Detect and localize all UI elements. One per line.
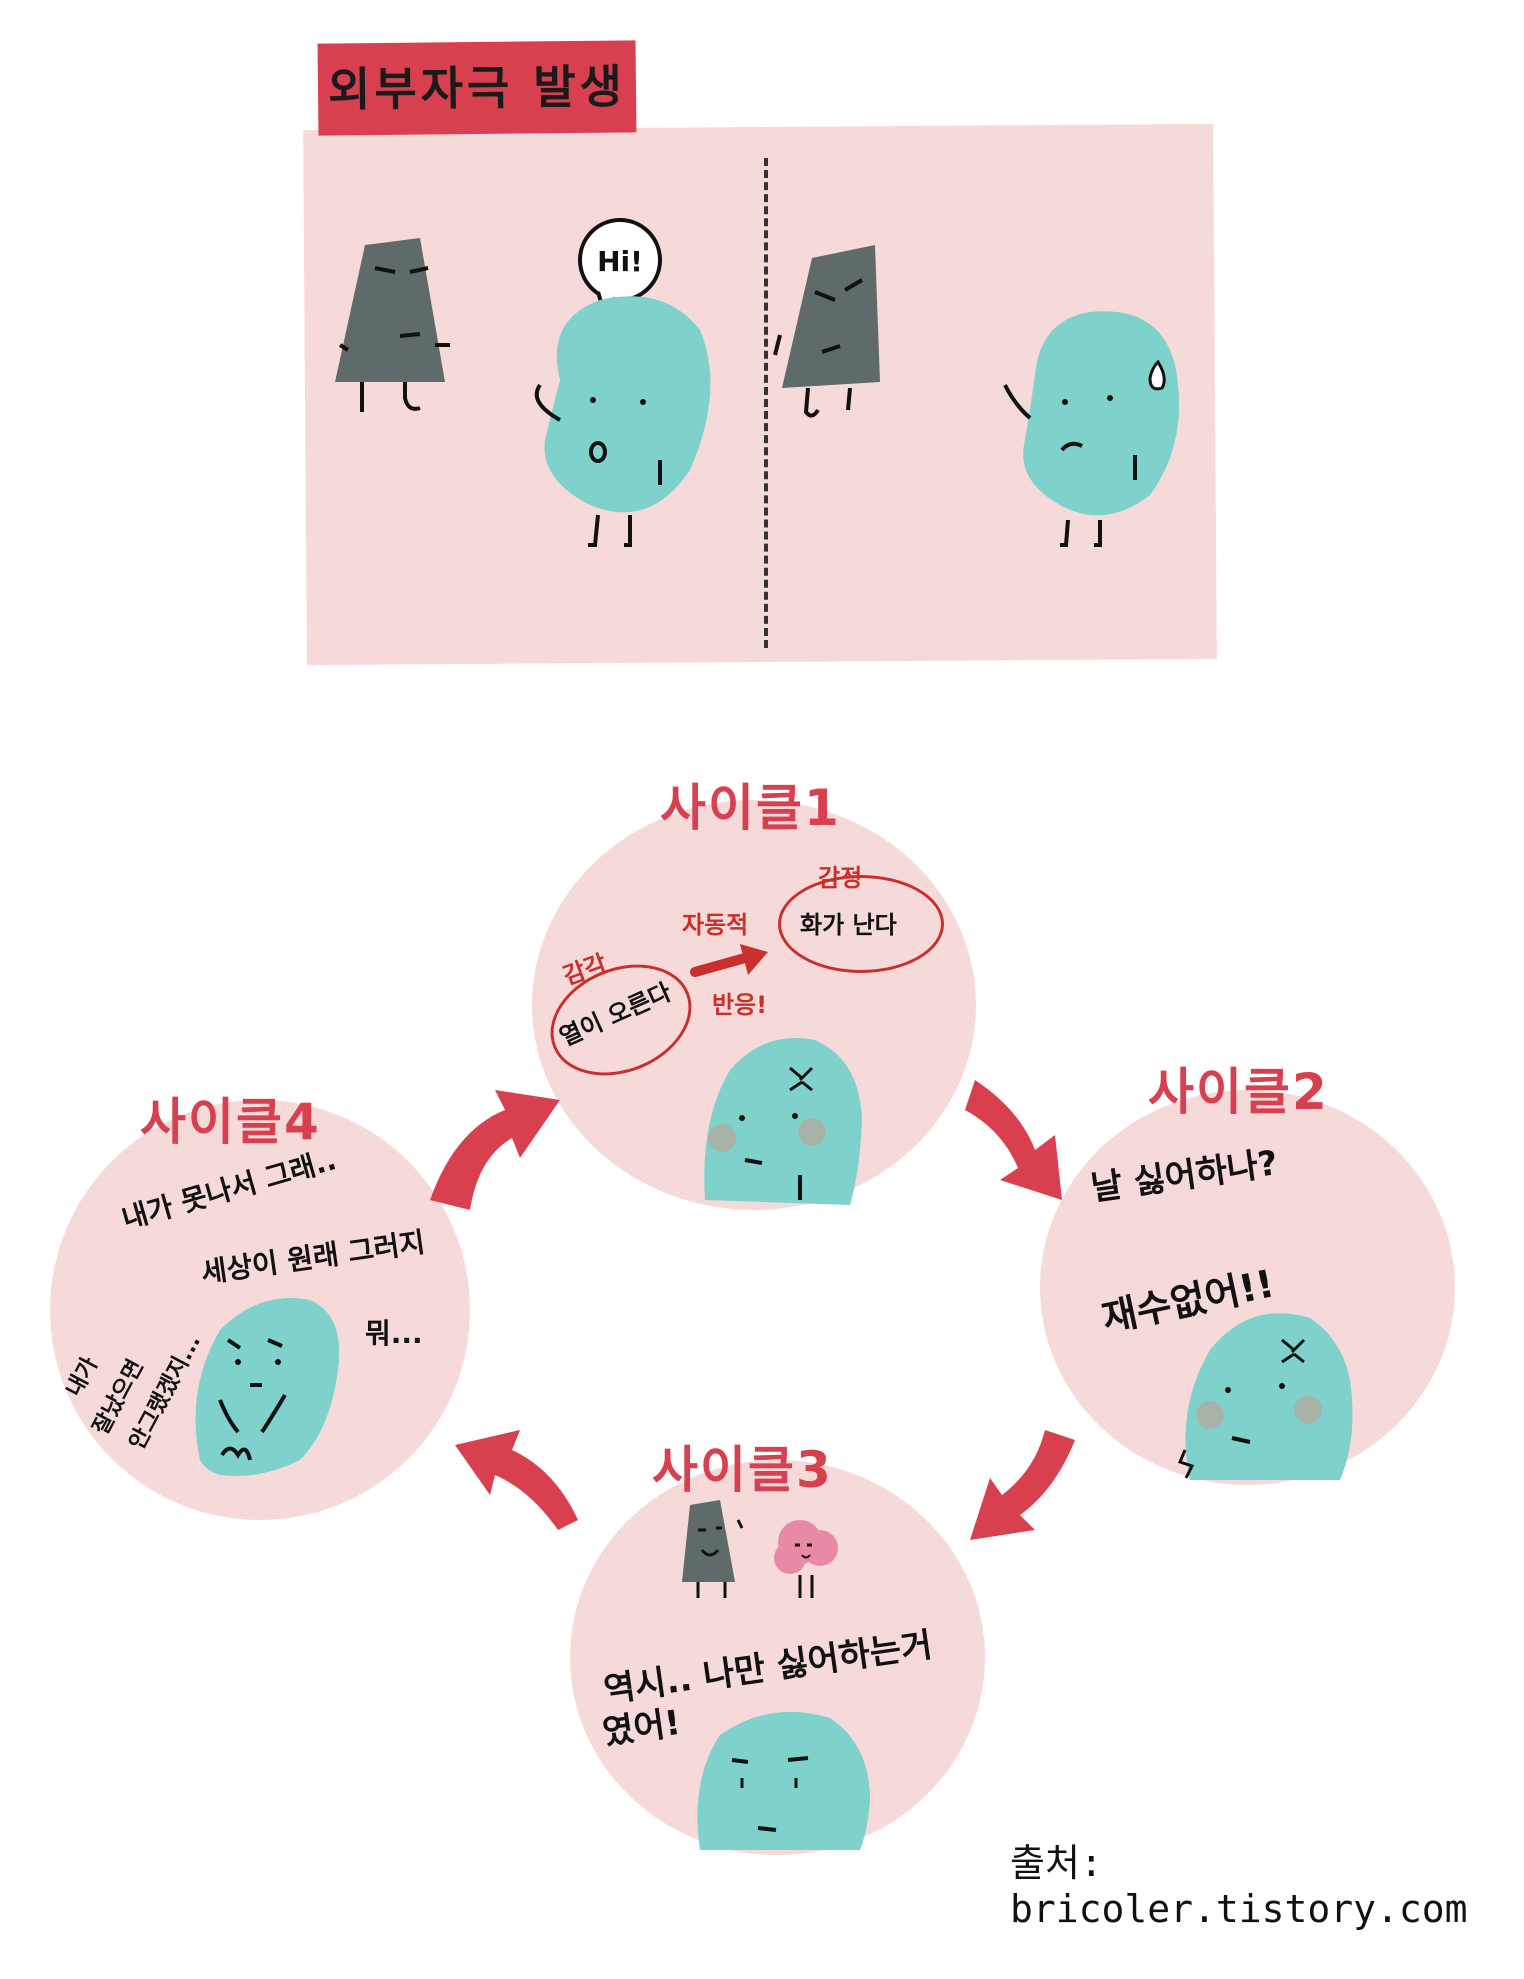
arrow-cycle3-to-4-icon [455, 1430, 578, 1530]
anger-mark-icon [1281, 1338, 1306, 1364]
speech-bubble-text: Hi! [597, 245, 643, 278]
gray-stone-character-left [335, 238, 450, 412]
cycle4-line3: 뭐... [365, 1317, 423, 1350]
cycle1-emotion-oval [778, 875, 944, 973]
cycle4-sad-blob [195, 1298, 340, 1476]
top-scene-illustration: Hi! [335, 218, 1180, 547]
cycle1-title: 사이클1 [660, 779, 841, 837]
cycle3-title: 사이클3 [652, 1441, 833, 1499]
panel-divider [764, 158, 768, 648]
cycle3-sad-blob [697, 1711, 870, 1850]
pink-cloud-character-icon [774, 1520, 838, 1598]
cycle-arrows [430, 1080, 1075, 1540]
sweat-drop-icon [1148, 359, 1166, 391]
source-credit: 출처: bricoler.tistory.com [1010, 1841, 1468, 1931]
cycle3-stone-character [682, 1500, 744, 1598]
arrow-cycle1-to-2-icon [965, 1080, 1062, 1200]
cycle2-title: 사이클2 [1148, 1063, 1329, 1121]
cycle4-title: 사이클4 [140, 1093, 321, 1151]
cycle1-reaction-label: 반응! [712, 991, 768, 1019]
cycle1-small-arrow-icon [690, 944, 768, 977]
cycle1-emotion-text: 화가 난다 [800, 911, 897, 939]
arrow-cycle4-to-1-icon [430, 1090, 560, 1210]
teal-blob-character-happy [534, 296, 711, 547]
anger-mark-icon [789, 1066, 814, 1092]
gray-stone-character-right [773, 245, 880, 418]
cycle1-angry-blob [704, 1038, 862, 1205]
cycle1-auto-label: 자동적 [682, 911, 749, 939]
arrow-cycle2-to-3-icon [970, 1430, 1075, 1540]
teal-blob-character-worried [1003, 311, 1180, 547]
cycle2-angry-blob [1177, 1313, 1353, 1480]
